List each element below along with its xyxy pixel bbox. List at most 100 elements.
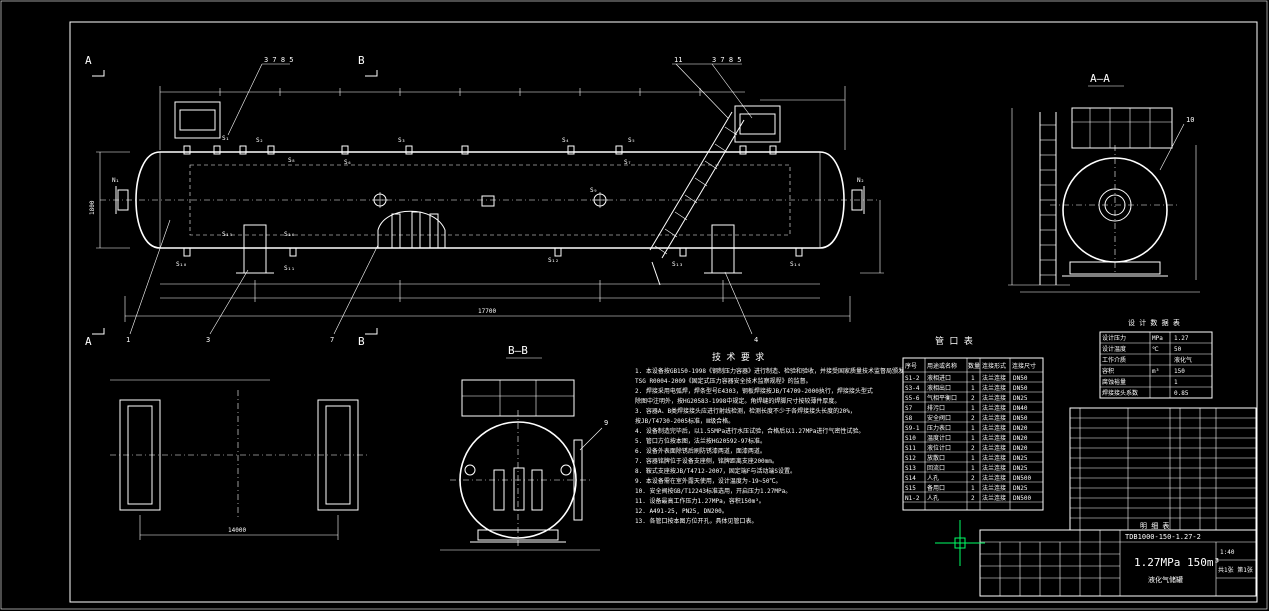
nozzle-cell: 安全阀口: [927, 414, 951, 422]
parts-list-title: 明 细 表: [1140, 521, 1169, 530]
drawing-scale: 1:40: [1220, 549, 1235, 556]
nozzle-cell: 法兰连接: [982, 474, 1006, 482]
drawing-frame-inner: [69, 21, 1258, 603]
nozzle-cell: 2: [971, 495, 975, 502]
title-block: TDB1000-150-1.27-2 1.27MPa 150m³ 液化气储罐 1…: [979, 529, 1257, 597]
tech-line: 11. 设备最高工作压力1.27MPa，容积150m³。: [635, 497, 765, 505]
bb-platform: [461, 379, 575, 417]
leader-item-10: 10: [1186, 116, 1194, 124]
section-a-a-title: A—A: [1090, 72, 1110, 85]
bb-side-pipe: [573, 439, 583, 521]
section-b-b-view: B—B 9: [440, 344, 608, 551]
valve-box-right: [734, 105, 781, 143]
nozzle-cell: S14: [905, 475, 916, 482]
nozzle-cell: S5-6: [905, 395, 920, 402]
tech-requirements-block: 技 术 要 求 1. 本设备按GB150-1998《钢制压力容器》进行制造、检验…: [635, 351, 904, 525]
bb-saddle: [477, 529, 559, 541]
nozzle-header: 数量: [968, 362, 980, 370]
nozzle-cell: 法兰连接: [982, 454, 1006, 462]
nozzle-cell: 法兰连接: [982, 434, 1006, 442]
nozzle-cell: 2: [971, 475, 975, 482]
nozzle-label-s1: S₁: [222, 135, 229, 142]
design-cell: 液化气: [1174, 356, 1192, 364]
nozzle-label-n1: N₁: [112, 177, 119, 184]
nozzle-label-s13: S₁₃: [672, 261, 683, 268]
nozzle-label-n2: N₂: [857, 177, 864, 184]
tech-line: 5. 管口方位按本图，法兰按HG20592-97标准。: [635, 437, 766, 445]
nozzle-cell: 1: [971, 435, 975, 442]
nozzle-n2: [851, 189, 863, 211]
design-cell: 设计压力: [1102, 334, 1126, 342]
leader-group-left: 3 7 8 5: [264, 56, 294, 64]
nozzle-header: 连接形式: [982, 362, 1006, 370]
tech-line: 8. 鞍式支座按JB/T4712-2007，固定端F与活动端S设置。: [635, 467, 796, 475]
nozzle-cell: 法兰连接: [982, 444, 1006, 452]
nozzle-cell: DN20: [1013, 435, 1028, 442]
ladder: [649, 111, 745, 286]
design-cell: 1: [1174, 379, 1178, 386]
leader-item-3: 3: [206, 336, 210, 344]
height-dimension-text: 1800: [89, 200, 96, 215]
drawing-sheet: 共1张 第1张: [1218, 566, 1253, 574]
nozzle-cell: DN20: [1013, 445, 1028, 452]
nozzle-cell: DN25: [1013, 395, 1028, 402]
leader-group-right: 3 7 8 5: [712, 56, 742, 64]
design-data-table: 设 计 数 据 表 设计压力 MPa 1.27 设计温度 ℃ 50 工作介质 液…: [1099, 318, 1213, 399]
nozzle-cell: 法兰连接: [982, 404, 1006, 412]
nozzle-cell: 液相出口: [927, 384, 951, 392]
nozzle-label-s11: S₁₁: [284, 265, 295, 272]
tech-line: 12. A491-25, PN25, DN200。: [635, 508, 728, 515]
nozzle-cell: DN20: [1013, 425, 1028, 432]
tech-line: 7. 容器铭牌位于设备支座侧，铭牌距离支座200mm。: [635, 457, 778, 465]
nozzle-cell: 1: [971, 485, 975, 492]
nozzle-cell: S9-1: [905, 425, 920, 432]
nozzle-cell: 1: [971, 405, 975, 412]
nozzle-cell: 回流口: [927, 464, 945, 472]
nozzle-header: 用途或名称: [927, 362, 957, 370]
drawing-name-line2: 液化气储罐: [1148, 575, 1183, 584]
saddle-support-left: [243, 224, 267, 274]
tech-line: 4. 设备制造完毕后，以1.55MPa进行水压试验，合格后以1.27MPa进行气…: [635, 427, 864, 435]
nozzle-cell: 备用口: [927, 484, 945, 492]
tech-line: 6. 设备外表面除锈后刷防锈漆两道，面漆两道。: [635, 447, 766, 455]
nozzle-table-title: 管 口 表: [935, 335, 973, 347]
design-cell: 设计温度: [1102, 345, 1126, 353]
section-arrow-a-bottom: [92, 328, 105, 335]
nozzle-label-s10: S₁₀: [176, 261, 187, 268]
nozzle-cell: 2: [971, 415, 975, 422]
nozzle-cell: S8: [905, 415, 913, 422]
leader-item-4: 4: [754, 336, 758, 344]
nozzle-cell: 排污口: [927, 404, 945, 412]
design-table-title: 设 计 数 据 表: [1128, 318, 1180, 327]
leader-item-1: 1: [126, 336, 130, 344]
design-cell: m³: [1152, 368, 1159, 375]
design-cell: ℃: [1152, 346, 1159, 353]
nozzle-label-s9: S₉: [590, 187, 597, 194]
section-arrow-b-top: [365, 70, 378, 77]
center-plate: [481, 195, 495, 207]
section-marker-a-top: A: [85, 54, 92, 67]
nozzle-n1: [117, 189, 129, 211]
design-cell: 50: [1174, 346, 1182, 353]
nozzle-label-s7: S₇: [624, 159, 631, 166]
nozzle-cell: N1-2: [905, 495, 920, 502]
nozzle-cell: DN50: [1013, 375, 1028, 382]
plan-length-text: 14000: [228, 527, 246, 534]
nozzle-cell: 法兰连接: [982, 374, 1006, 382]
drawing-number: TDB1000-150-1.27-2: [1125, 533, 1201, 541]
section-arrow-a-top: [92, 70, 105, 77]
nozzle-cell: S11: [905, 445, 916, 452]
nozzle-label-s14: S₁₄: [790, 261, 801, 268]
nozzle-cell: S7: [905, 405, 913, 412]
nozzle-label-s4: S₄: [562, 137, 569, 144]
aa-saddle: [1069, 261, 1161, 275]
crosshair-cursor-icon: [935, 520, 985, 566]
nozzle-cell: 1: [971, 465, 975, 472]
vessel-shell: [160, 151, 820, 249]
vessel-head-left: [135, 151, 161, 249]
nozzle-cell: 法兰连接: [982, 494, 1006, 502]
nozzle-table: 管 口 表 序号 用途或名称 数量 连接形式 连接尺寸 S1-2 液相进口 1 …: [902, 335, 1044, 511]
nozzle-header: 连接尺寸: [1012, 362, 1036, 370]
tech-line: 按JB/T4730-2005标准，Ⅲ级合格。: [635, 417, 734, 425]
design-cell: 焊接接头系数: [1102, 389, 1138, 397]
